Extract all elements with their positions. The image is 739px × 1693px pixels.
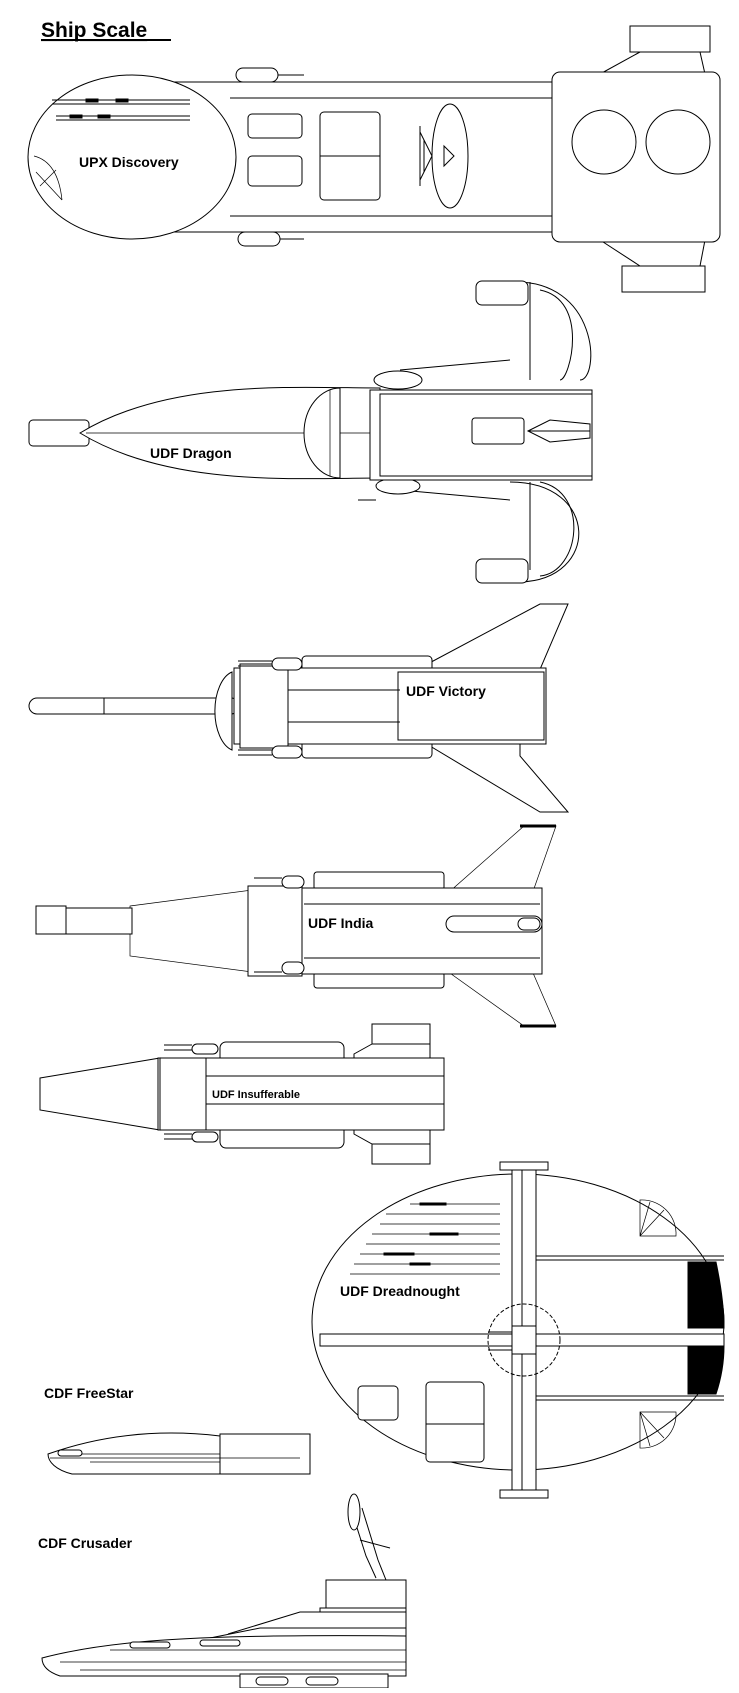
ship-upx-discovery: UPX Discovery <box>27 25 721 293</box>
ship-label-upx-discovery: UPX Discovery <box>79 154 179 170</box>
ship-label-udf-victory: UDF Victory <box>406 683 486 699</box>
ship-udf-dragon: UDF Dragon <box>28 280 593 584</box>
ship-label-cdf-crusader: CDF Crusader <box>38 1535 133 1551</box>
ship-label-udf-dragon: UDF Dragon <box>150 445 232 461</box>
ship-cdf-crusader: CDF Crusader <box>38 1493 407 1689</box>
ship-label-udf-india: UDF India <box>308 915 374 931</box>
ship-label-udf-dreadnought: UDF Dreadnought <box>340 1283 460 1299</box>
ship-udf-dreadnought: UDF Dreadnought <box>311 1161 725 1499</box>
ship-label-udf-insufferable: UDF Insufferable <box>212 1089 300 1101</box>
ship-udf-india: UDF India <box>35 824 557 1028</box>
page-title: Ship Scale <box>41 19 147 42</box>
ship-label-cdf-freestar: CDF FreeStar <box>44 1385 134 1401</box>
ship-udf-victory: UDF Victory <box>28 603 570 813</box>
ship-cdf-freestar: CDF FreeStar <box>44 1385 311 1475</box>
dreadnought-striping <box>350 1202 500 1275</box>
ship-udf-insufferable: UDF Insufferable <box>39 1023 445 1165</box>
